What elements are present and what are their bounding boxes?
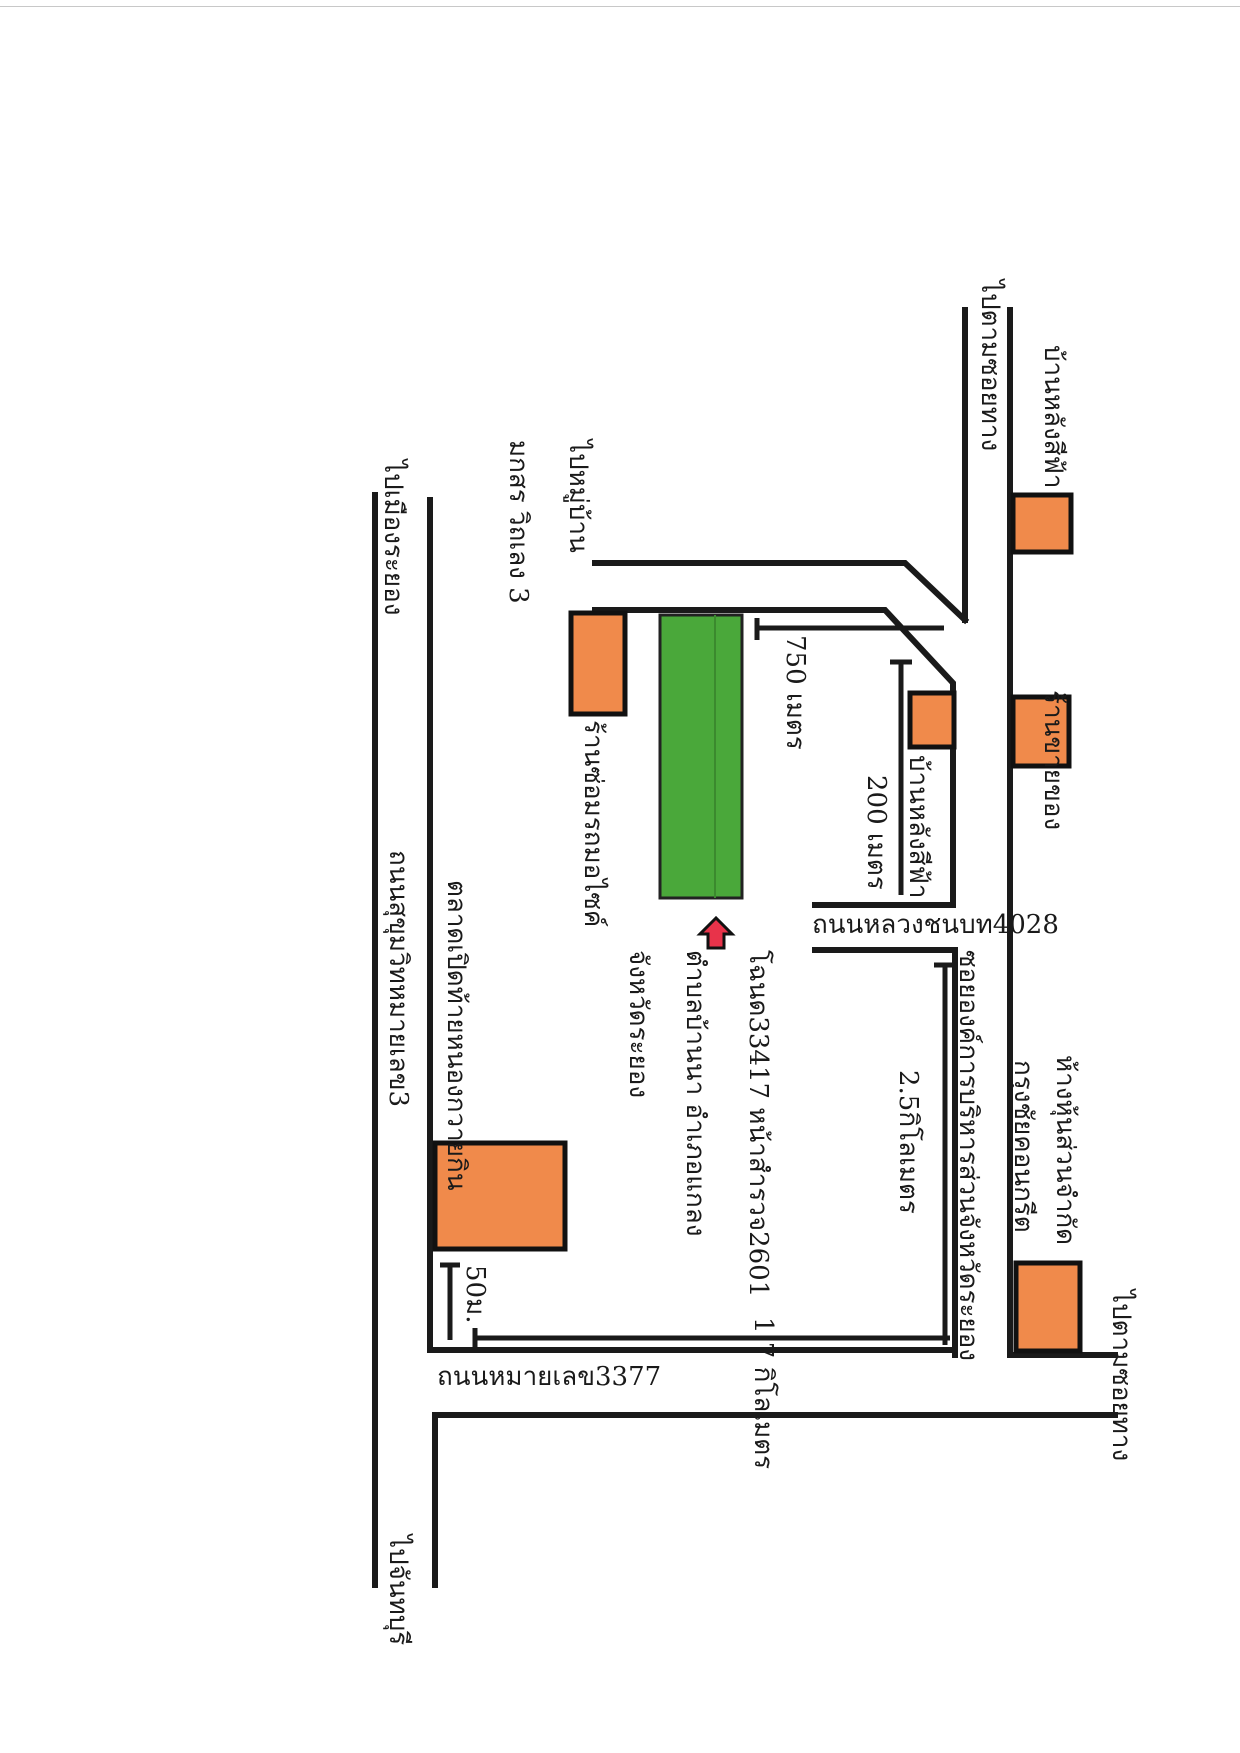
label-to-ban-chang-bottom: ไปตามซอยทาง — [1106, 1288, 1137, 1461]
village-road-south — [592, 607, 956, 908]
label-to-rayong: ไปเมืองระยอง — [378, 458, 409, 615]
blue-house-top — [1010, 492, 1074, 555]
grocery-shop — [1010, 694, 1072, 769]
label-night-market: ตลาดเปิดท้ายหนองกวายกิน — [441, 880, 471, 1191]
road-3377-north-edge — [427, 497, 958, 1353]
label-blue-house-top: บ้านหลังสีฟ้า — [1038, 345, 1068, 489]
village-road-north — [592, 560, 970, 625]
label-grocery-shop: ร้านขายของ — [1038, 690, 1068, 830]
label-rural-road-4028: ถนนหลวงชนบท4028 — [812, 910, 1059, 940]
blue-house-middle — [907, 690, 957, 750]
label-title-deed: โฉนด33417 หน้าสำรวจ2601 — [743, 950, 774, 1297]
label-dist-200: 200 เมตร — [861, 775, 891, 890]
page-top-rule — [0, 6, 1240, 7]
motorcycle-repair-shop — [568, 610, 628, 717]
soi-pao-road — [812, 947, 958, 1358]
label-motorcycle-shop: ร้านซ่อมรถมอไซค์ — [578, 720, 609, 927]
label-province: จังหวัดระยอง — [623, 950, 653, 1098]
night-market — [432, 1140, 568, 1252]
label-partnership-name: กรุงชัยคอนกรีต — [1008, 1060, 1038, 1233]
label-dist-25: 2.5กิโลเมตร — [893, 1070, 924, 1214]
label-to-chanthaburi: ไปจันทบุรี — [383, 1533, 414, 1645]
label-dist-17: 1.7 กิโลเมตร — [748, 1317, 779, 1469]
label-road-3377: ถนนหมายเลข3377 — [437, 1362, 661, 1392]
label-blue-house-middle: บ้านหลังสีฟ้า — [903, 755, 933, 899]
land-plot — [658, 613, 744, 900]
label-dist-750: 750 เมตร — [780, 635, 810, 750]
location-arrow-icon — [696, 915, 736, 950]
road-3377-south-edge — [432, 1412, 1118, 1588]
label-dist-50: 50ม. — [460, 1265, 490, 1324]
label-to-village: ไปหมู่บ้าน — [563, 438, 594, 553]
label-sukhumvit: ถนนสุขุมวิทหมายเลข3 — [383, 850, 413, 1107]
label-tambon: ตำบลบ้านนา อำเภอแกลง — [680, 950, 710, 1236]
label-makorn: มกสร วิถเลง 3 — [503, 440, 533, 604]
label-to-ban-chang-top: ไปตามซอยทาง — [975, 278, 1006, 451]
krungchai-concrete — [1013, 1260, 1083, 1354]
label-partnership: ห้างหุ้นส่วนจำกัด — [1050, 1055, 1080, 1245]
label-pao-soi: ซอยองค์การบริหารส่วนจังหวัดระยอง — [953, 950, 983, 1361]
